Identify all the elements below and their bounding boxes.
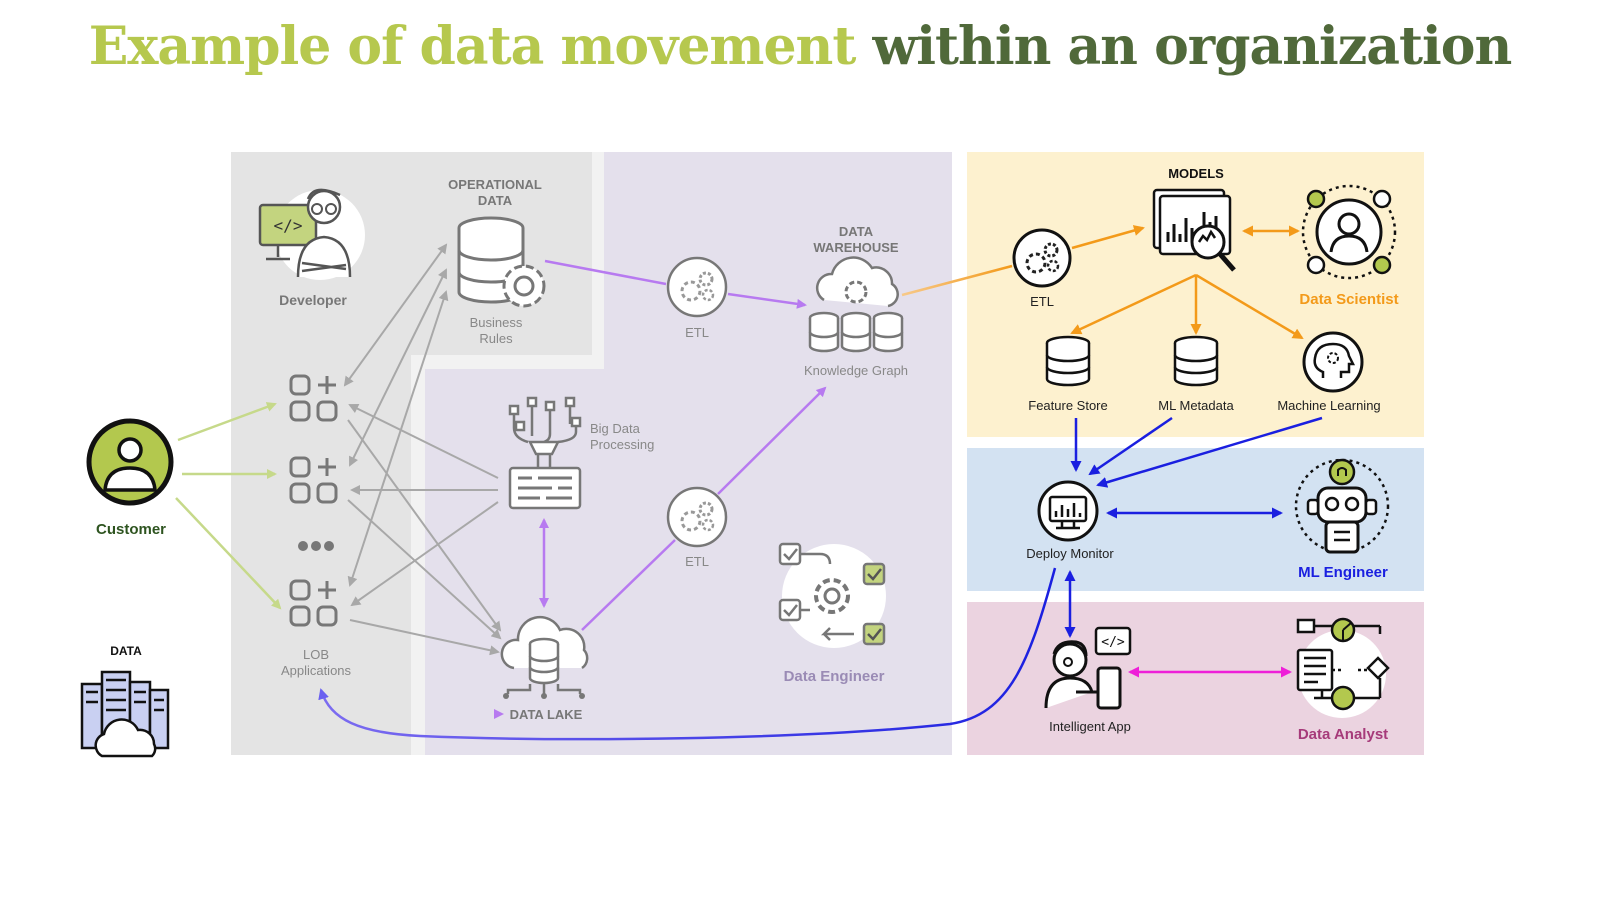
warehouse-to-etl-arrow <box>901 264 1013 297</box>
data-scientist-label: Data Scientist <box>1299 291 1399 308</box>
etl-mid-label: ETL <box>685 554 709 569</box>
operational-database-icon <box>457 216 546 308</box>
ml-engineer-label: ML Engineer <box>1298 564 1388 581</box>
models-icon <box>1152 188 1236 272</box>
operational-data-label: OPERATIONAL DATA <box>448 177 542 209</box>
customer-icon <box>86 418 174 506</box>
machine-learning-icon <box>1302 331 1364 393</box>
etl-top-label: ETL <box>685 325 709 340</box>
svg-text:</>: </> <box>1101 635 1125 650</box>
feature-store-icon <box>1045 335 1091 387</box>
lob-app-icon-3 <box>289 579 338 627</box>
title-part-1: Example of data movement <box>88 16 857 77</box>
lob-app-icon-1 <box>289 374 338 422</box>
intelligent-app-label: Intelligent App <box>1049 719 1131 734</box>
customer-arrows <box>175 402 282 610</box>
data-engineer-icon <box>778 542 886 648</box>
deploy-to-lob-return-arrow <box>318 567 1057 741</box>
business-rules-label: Business Rules <box>469 315 523 347</box>
deploy-monitor-label: Deploy Monitor <box>1026 546 1114 561</box>
models-label: MODELS <box>1168 166 1224 181</box>
machine-learning-label: Machine Learning <box>1277 398 1381 413</box>
data-warehouse-label: DATA WAREHOUSE <box>813 224 899 256</box>
data-warehouse-icon <box>808 256 904 353</box>
data-source-label: DATA <box>110 644 142 658</box>
big-data-processing-label: Big Data Processing <box>590 421 655 453</box>
data-scientist-icon <box>1301 184 1397 280</box>
data-analyst-icon <box>1296 617 1390 718</box>
ellipsis-icon <box>298 541 334 551</box>
ml-engineer-icon <box>1294 458 1390 554</box>
big-data-processing-icon <box>508 396 582 510</box>
lob-app-icon-2 <box>289 456 338 504</box>
data-source-icon <box>80 670 170 758</box>
orange-arrows <box>1070 225 1304 340</box>
title-part-2: within an organization <box>872 16 1512 77</box>
etl-top-icon <box>666 256 728 318</box>
customer-label: Customer <box>95 521 166 538</box>
data-analyst-label: Data Analyst <box>1297 726 1389 743</box>
etl-right-icon <box>1012 228 1072 288</box>
deploy-monitor-icon <box>1037 480 1099 542</box>
etl-right-label: ETL <box>1030 294 1054 309</box>
ml-metadata-label: ML Metadata <box>1158 398 1234 413</box>
feature-store-label: Feature Store <box>1028 398 1108 413</box>
page-title: Example of data movement within an organ… <box>0 16 1600 77</box>
purple-arrows <box>539 259 827 631</box>
developer-icon: </> <box>258 188 365 280</box>
blue-arrows <box>1064 416 1323 638</box>
data-engineer-label: Data Engineer <box>783 668 885 685</box>
ml-metadata-icon <box>1173 335 1219 387</box>
lob-applications-label: LOB Applications <box>280 647 352 679</box>
data-lake-label: DATA LAKE <box>509 707 583 722</box>
svg-text:</>: </> <box>274 216 303 235</box>
data-lake-icon <box>500 615 589 699</box>
developer-label: Developer <box>279 292 347 308</box>
knowledge-graph-label: Knowledge Graph <box>803 363 909 378</box>
etl-mid-icon <box>666 486 728 548</box>
gray-arrows <box>343 243 502 656</box>
intelligent-app-icon: </> <box>1044 626 1132 710</box>
